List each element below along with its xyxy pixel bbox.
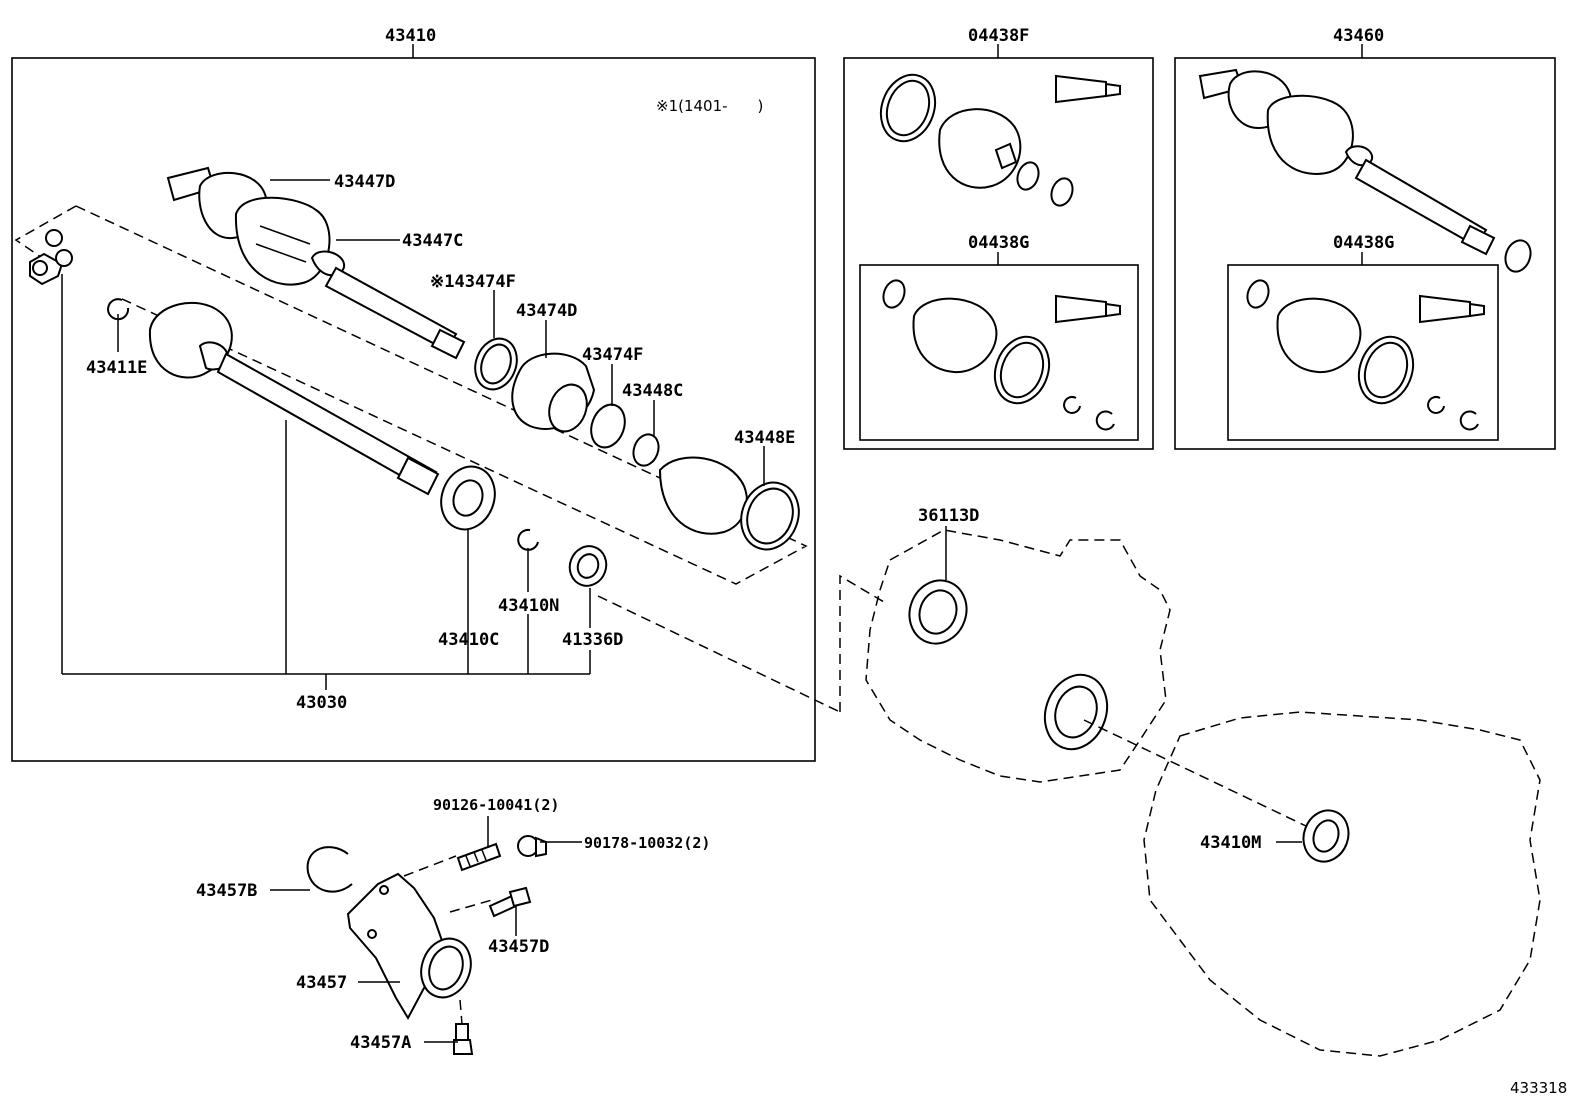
group-04438G-b-frame [1227, 264, 1499, 441]
label-43410M[interactable]: 43410M [1200, 833, 1261, 853]
label-43474F-b[interactable]: 43474F [582, 345, 643, 365]
label-04438G-a[interactable]: 04438G [968, 233, 1029, 253]
boot-kit-inner-a [882, 279, 1121, 431]
stud-bolt-90126 [456, 842, 502, 872]
group-04438F: 04438F 04438G [843, 26, 1154, 450]
label-43410N[interactable]: 43410N [498, 596, 559, 616]
label-43457A[interactable]: 43457A [350, 1033, 411, 1053]
label-36113D[interactable]: 36113D [918, 506, 979, 526]
label-43410C[interactable]: 43410C [438, 630, 499, 650]
clamp-43474F-b [590, 403, 626, 449]
label-43457B[interactable]: 43457B [196, 881, 257, 901]
label-43448C[interactable]: 43448C [622, 381, 683, 401]
snap-ring-43410N [517, 528, 539, 551]
bearing-43410C [440, 465, 496, 531]
label-43410[interactable]: 43410 [385, 26, 436, 46]
label-43448E[interactable]: 43448E [734, 428, 795, 448]
outboard-shaft-43460 [1198, 68, 1532, 273]
label-43474D[interactable]: 43474D [516, 301, 577, 321]
inboard-boot [658, 456, 748, 535]
label-43457D[interactable]: 43457D [488, 937, 549, 957]
group-04438G-a-frame [859, 264, 1139, 441]
clamp-43448E [740, 481, 800, 551]
boot-kit-outer [879, 73, 1121, 207]
note-range: ※1(1401- ) [656, 97, 763, 115]
nut-90178 [517, 835, 547, 858]
damper-43474D [511, 352, 596, 433]
snap-ring-43457B [306, 846, 353, 893]
label-43447C[interactable]: 43447C [402, 231, 463, 251]
inboard-joint-assembly [148, 302, 440, 496]
reference-number: 433318 [1510, 1079, 1567, 1097]
label-43457[interactable]: 43457 [296, 973, 347, 993]
snap-ring-43411E [107, 298, 130, 321]
transaxle-housing: 36113D 43410M [597, 506, 1541, 1057]
transaxle-case-lower [1143, 711, 1541, 1057]
clamp-43474F-a [474, 337, 518, 391]
label-43474F-a[interactable]: ※143474F [430, 272, 516, 292]
label-43447D[interactable]: 43447D [334, 172, 395, 192]
tripod-joint [29, 229, 73, 286]
bearing-bracket-group: 90126-10041(2) 90178-10032(2) 43457B 434… [196, 796, 710, 1055]
group-43410-frame [11, 57, 816, 762]
label-43460[interactable]: 43460 [1333, 26, 1384, 46]
seal-41336D [568, 545, 608, 587]
label-41336D[interactable]: 41336D [562, 630, 623, 650]
label-90178[interactable]: 90178-10032(2) [584, 834, 710, 852]
bracket-43457 [346, 872, 472, 1021]
label-90126[interactable]: 90126-10041(2) [433, 796, 559, 814]
label-04438F[interactable]: 04438F [968, 26, 1029, 46]
group-43410: 43410 ※1(1401- ) [11, 26, 816, 762]
outboard-joint-assembly [166, 166, 466, 360]
transaxle-case-upper [865, 529, 1171, 783]
label-04438G-b[interactable]: 04438G [1333, 233, 1394, 253]
group-43460-frame [1174, 57, 1556, 450]
bolt-43457A [453, 1023, 474, 1055]
boot-kit-inner-b [1246, 279, 1485, 431]
bolt-43457D [488, 886, 532, 918]
label-43030[interactable]: 43030 [296, 693, 347, 713]
group-43460: 43460 04438G [1174, 26, 1556, 450]
label-43411E[interactable]: 43411E [86, 358, 147, 378]
clamp-43448C [632, 433, 660, 467]
